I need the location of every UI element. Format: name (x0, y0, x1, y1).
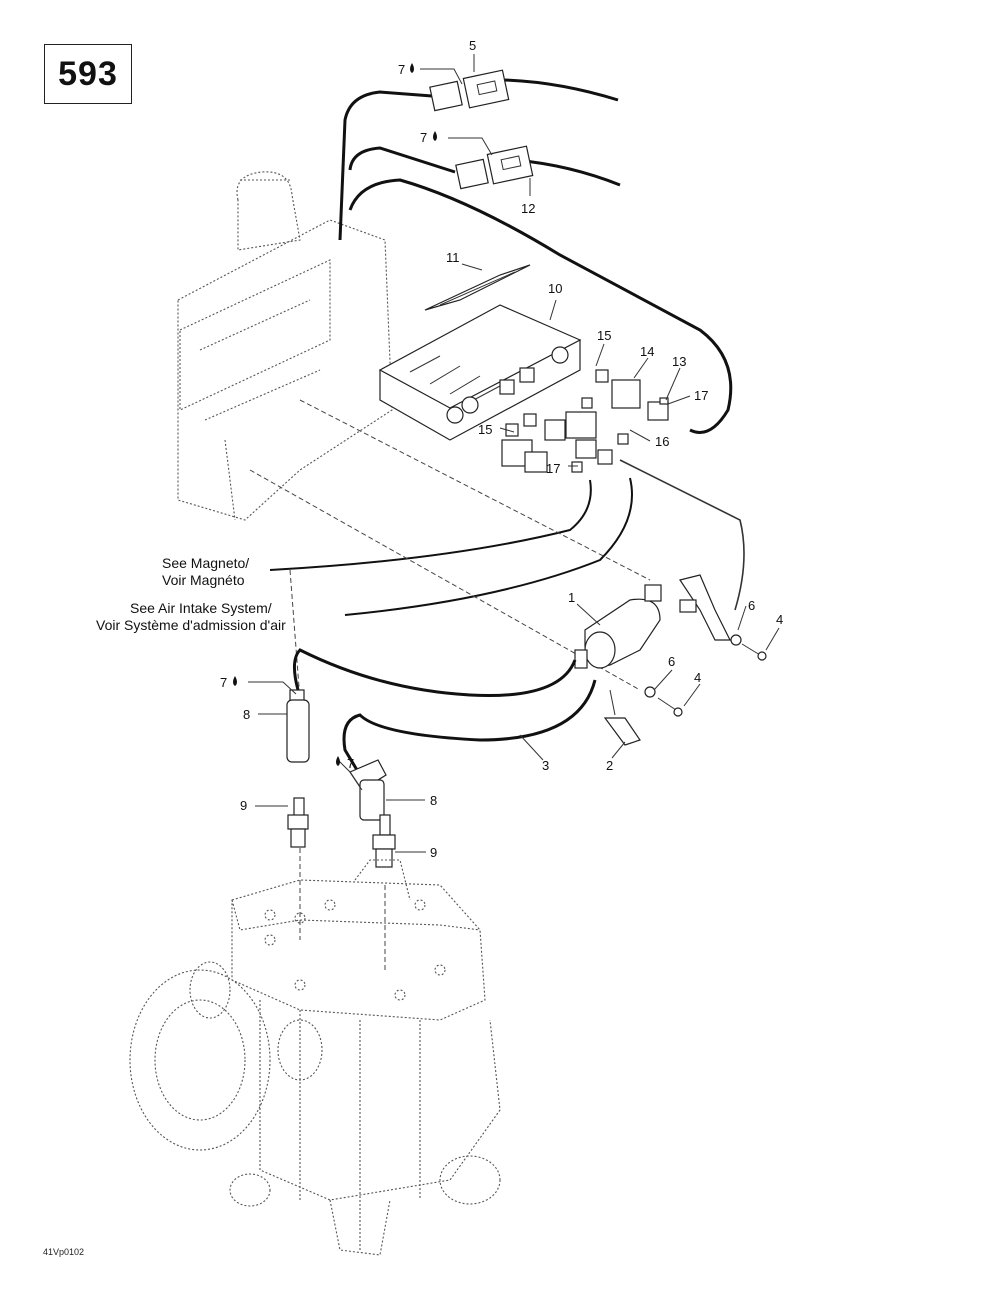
cross-references: See Magneto/ Voir Magnéto See Air Intake… (96, 555, 286, 633)
callout-15b: 15 (478, 422, 492, 437)
callout-4b: 4 (694, 670, 701, 685)
callout-8a: 8 (243, 707, 250, 722)
callout-7a: 7 (398, 62, 405, 77)
oil-drop-icon (336, 756, 340, 766)
xref-air-intake-fr: Voir Système d'admission d'air (96, 617, 286, 633)
callout-labels: 5 7 7 12 11 10 15 14 13 17 15 16 17 1 6 … (220, 38, 783, 860)
connector-2 (603, 689, 641, 746)
callout-8b: 8 (430, 793, 437, 808)
callout-12: 12 (521, 201, 535, 216)
spark-plug-cap-left (286, 689, 310, 763)
callout-6a: 6 (748, 598, 755, 613)
callout-16: 16 (655, 434, 669, 449)
callout-7c: 7 (220, 675, 227, 690)
callout-7b: 7 (420, 130, 427, 145)
high-tension-leads (293, 648, 597, 776)
callout-2: 2 (606, 758, 613, 773)
spark-plug-cap-right (349, 759, 387, 821)
callout-11: 11 (446, 250, 460, 265)
callout-15a: 15 (597, 328, 611, 343)
callout-17b: 17 (546, 461, 560, 476)
callout-5: 5 (469, 38, 476, 53)
spark-plug-left (287, 797, 309, 848)
connector-5 (429, 69, 510, 112)
oil-tank (177, 171, 393, 521)
callout-10: 10 (548, 281, 562, 296)
oil-drop-icon (233, 676, 237, 686)
ignition-coil-1 (574, 584, 662, 669)
leader-lines (248, 54, 780, 853)
xref-air-intake-en: See Air Intake System/ (130, 600, 272, 616)
alignment-lines (249, 399, 651, 970)
lubricant-symbols (233, 63, 437, 766)
drawing-code: 41Vp0102 (43, 1247, 84, 1257)
callout-1: 1 (568, 590, 575, 605)
bracket-hardware (644, 574, 767, 717)
page-number: 593 (58, 54, 118, 93)
callout-13: 13 (672, 354, 686, 369)
callout-17a: 17 (694, 388, 708, 403)
wire-harness-top (338, 78, 733, 434)
callout-14: 14 (640, 344, 654, 359)
oil-drop-icon (410, 63, 414, 73)
page-number-box: 593 (44, 44, 132, 104)
oil-drop-icon (433, 131, 437, 141)
callout-3: 3 (542, 758, 549, 773)
ignition-module-10 (378, 304, 582, 441)
xref-magneto-en: See Magneto/ (162, 555, 249, 571)
callout-6b: 6 (668, 654, 675, 669)
callout-4a: 4 (776, 612, 783, 627)
cover-11 (424, 264, 531, 311)
connector-parts-cluster (501, 369, 669, 473)
wire-harness-lower (269, 459, 745, 616)
callout-7d: 7 (347, 756, 354, 771)
spark-plug-right (372, 814, 396, 868)
engine-block (129, 859, 501, 1256)
connector-12 (455, 145, 534, 190)
callout-9a: 9 (240, 798, 247, 813)
xref-magneto-fr: Voir Magnéto (162, 572, 245, 588)
callout-9b: 9 (430, 845, 437, 860)
